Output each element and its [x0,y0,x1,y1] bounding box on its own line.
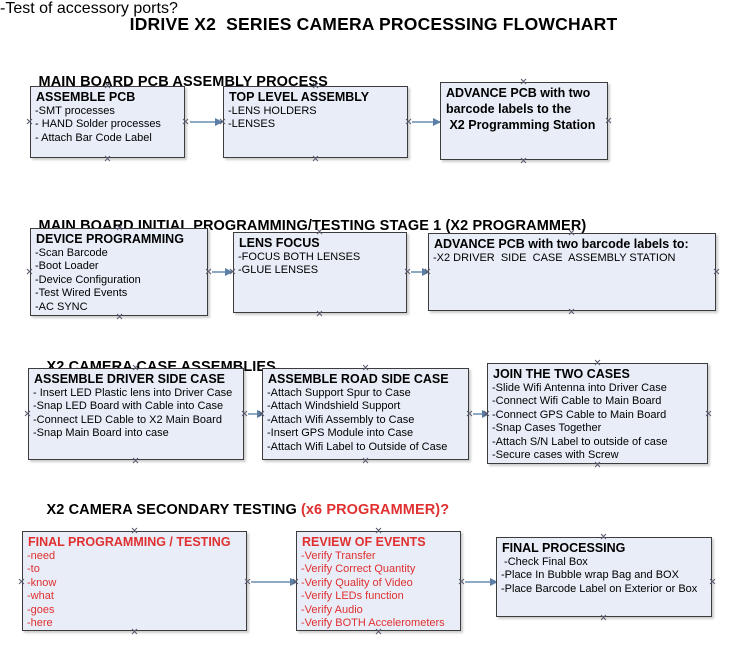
box-line: -Attach S/N Label to outside of case [492,435,668,448]
box-line: -Connect GPS Cable to Main Board [492,408,667,421]
box-line: -need [27,550,56,562]
box-line: -Device Configuration [35,273,141,286]
connector-arrow [212,267,233,276]
connector-arrow [190,117,223,126]
box-title: ASSEMBLE ROAD SIDE CASE [268,372,449,386]
box-line: -Connect Wifi Cable to Main Board [492,395,662,408]
box-line: -Boot Loader [35,260,99,273]
box-line: -Snap LED Board with Cable into Case [33,400,224,413]
box-line: -X2 DRIVER SIDE CASE ASSEMBLY STATION [433,252,676,264]
box-line: -FOCUS BOTH LENSES [238,251,361,263]
box-title: DEVICE PROGRAMMING [36,232,184,246]
box-line: -Verify Transfer [301,550,376,562]
box-line: -Verify Correct Quantity [301,563,416,576]
box-line: -Attach Support Spur to Case [267,387,411,399]
page-title: IDRIVE X2 SERIES CAMERA PROCESSING FLOWC… [129,14,618,34]
box-line: - Insert LED Plastic lens into Driver Ca… [33,387,233,399]
box-line: -Scan Barcode [35,247,108,259]
process-box-final-programming-testing[interactable]: FINAL PROGRAMMING / TESTING -need -to -k… [22,531,247,631]
box-line: -Connect LED Cable to X2 Main Board [33,413,222,426]
box-line: -Verify BOTH Accelerometers [301,617,445,630]
box-line: -know [27,576,57,589]
connector-arrow [412,117,441,126]
box-line: X2 Programming Station [446,118,596,132]
box-title: FINAL PROGRAMMING / TESTING [28,535,231,549]
box-line: -Place In Bubble wrap Bag and BOX [501,569,679,582]
box-title: FINAL PROCESSING [502,541,626,555]
box-line: -Attach Windshield Support [267,400,401,413]
process-box-advance-pcb-driver-side-case[interactable]: ADVANCE PCB with two barcode labels to: … [428,233,716,311]
box-line: -LENS HOLDERS [228,105,317,117]
box-line: -here [27,617,53,630]
box-line: -Secure cases with Screw [492,449,619,462]
connector-arrow [473,409,490,418]
box-line: -to [27,563,40,576]
box-line: barcode labels to the [446,102,572,116]
box-title: ADVANCE PCB with two barcode labels to: [434,237,689,251]
connector-arrow [251,577,298,586]
box-title: ASSEMBLE PCB [36,90,136,104]
process-box-advance-pcb-programming-station[interactable]: ADVANCE PCB with two barcode labels to t… [440,82,608,160]
box-title: ADVANCE PCB with two [446,86,591,100]
box-title: ASSEMBLE DRIVER SIDE CASE [34,372,226,386]
box-line: -Test Wired Events [35,287,128,300]
connector-arrow [248,409,265,418]
box-line: -Place Barcode Label on Exterior or Box [501,582,698,595]
section-header-accent: (x6 PROGRAMMER)? [300,502,450,518]
section-header-secondary-testing: X2 CAMERA SECONDARY TESTING (x6 PROGRAMM… [30,486,450,534]
process-box-join-the-two-cases[interactable]: JOIN THE TWO CASES -Slide Wifi Antenna i… [487,363,708,464]
box-line: -Check Final Box [501,556,588,568]
box-line: -Snap Cases Together [492,422,602,435]
process-box-top-level-assembly[interactable]: TOP LEVEL ASSEMBLY -LENS HOLDERS -LENSES [223,86,408,158]
box-title: TOP LEVEL ASSEMBLY [229,90,370,104]
box-line: -Attach Wifi Assembly to Case [267,413,415,426]
box-line: -Verify Quality of Video [301,576,413,589]
box-line: -Insert GPS Module into Case [267,427,414,440]
box-line: -Slide Wifi Antenna into Driver Case [492,382,667,394]
box-title: REVIEW OF EVENTS [302,535,426,549]
box-line: -GLUE LENSES [238,264,319,277]
connector-arrow [411,267,430,276]
process-box-device-programming[interactable]: DEVICE PROGRAMMING -Scan Barcode -Boot L… [30,228,208,316]
box-line: -Verify LEDs function [301,590,404,603]
process-box-assemble-driver-side-case[interactable]: ASSEMBLE DRIVER SIDE CASE - Insert LED P… [28,368,244,460]
process-box-review-of-events[interactable]: REVIEW OF EVENTS -Verify Transfer -Verif… [296,531,461,631]
section-header-text: X2 CAMERA SECONDARY TESTING [46,502,301,518]
box-line-overflow: -Test of accessory ports? [0,0,178,17]
box-line: -what [27,590,54,603]
box-line: -goes [27,603,55,616]
box-line: -Snap Main Board into case [33,427,169,440]
box-line: -Attach Wifi Label to Outside of Case [267,440,448,453]
process-box-assemble-road-side-case[interactable]: ASSEMBLE ROAD SIDE CASE -Attach Support … [262,368,469,460]
box-line: -AC SYNC [35,300,88,313]
connector-arrow [465,577,498,586]
box-title: JOIN THE TWO CASES [493,367,630,381]
box-line: -Verify Audio [301,603,363,616]
box-line: - HAND Solder processes [35,118,161,131]
box-line: -LENSES [228,118,276,131]
process-box-lens-focus[interactable]: LENS FOCUS -FOCUS BOTH LENSES -GLUE LENS… [233,232,407,313]
box-line: -SMT processes [35,105,115,117]
box-line: - Attach Bar Code Label [35,131,152,144]
process-box-final-processing[interactable]: FINAL PROCESSING -Check Final Box -Place… [496,537,712,617]
process-box-assemble-pcb[interactable]: ASSEMBLE PCB -SMT processes - HAND Solde… [30,86,185,158]
box-title: LENS FOCUS [239,236,320,250]
